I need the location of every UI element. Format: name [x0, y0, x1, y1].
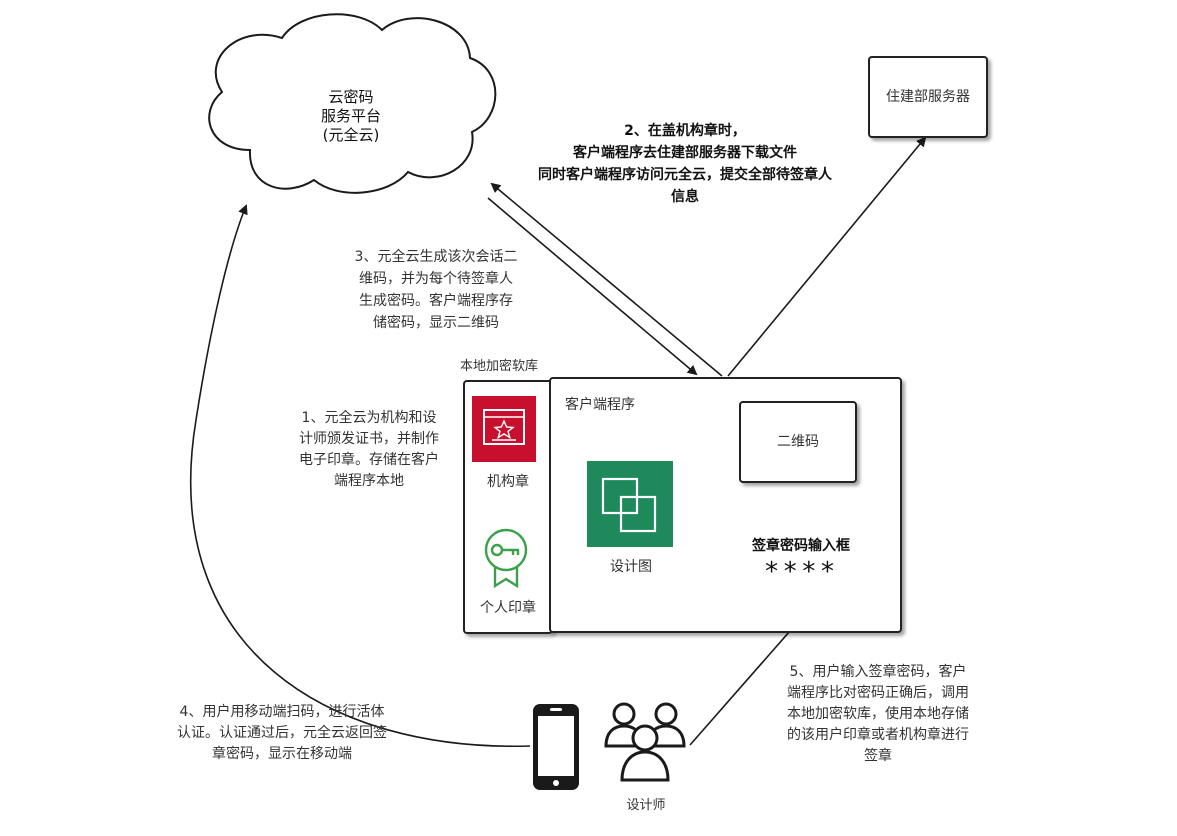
client-program-box: 客户端程序 二维码 设计图 签章密码输入框 **** — [549, 377, 902, 633]
step1-text: 1、元全云为机构和设 计师颁发证书，并制作 电子印章。存储在客户 端程序本地 — [276, 408, 462, 492]
arrow-phone-to-cloud — [190, 204, 531, 748]
step1-line: 端程序本地 — [334, 473, 404, 489]
step2-line: 同时客户端程序访问元全云，提交全部待签章人 — [538, 167, 832, 183]
housing-server-box: 住建部服务器 — [868, 56, 988, 138]
step3-text: 3、元全云生成该次会话二 维码，并为每个待签章人 生成密码。客户端程序存 储密码… — [336, 246, 536, 334]
step5-text: 5、用户输入签章密码，客户 端程序比对密码正确后，调用 本地加密软库，使用本地存… — [770, 662, 986, 767]
qr-code-label: 二维码 — [777, 434, 819, 450]
arrow-client-to-cloud — [490, 182, 723, 377]
step1-line: 电子印章。存储在客户 — [299, 452, 439, 468]
step5-line: 端程序比对密码正确后，调用 — [787, 685, 969, 701]
step5-line: 的该用户印章或者机构章进行 — [787, 727, 969, 743]
qr-code-box: 二维码 — [739, 401, 857, 483]
step2-line: 2、在盖机构章时， — [624, 123, 746, 139]
cloud-label: 云密码 服务平台 (元全云) — [286, 88, 416, 145]
step3-line: 3、元全云生成该次会话二 — [354, 249, 518, 265]
cloud-label-line3: (元全云) — [322, 126, 380, 144]
user-group-icon — [604, 700, 688, 784]
local-library-box: 机构章 个人印章 — [463, 380, 553, 634]
step3-line: 生成密码。客户端程序存 — [359, 293, 513, 309]
step2-line: 信息 — [671, 189, 699, 205]
step3-line: 维码，并为每个待签章人 — [359, 271, 513, 287]
step5-line: 5、用户输入签章密码，客户 — [789, 664, 967, 680]
cloud-label-line2: 服务平台 — [320, 107, 381, 125]
cloud-label-line1: 云密码 — [328, 88, 374, 106]
designer-label: 设计师 — [626, 798, 666, 813]
arrow-cloud-to-client — [487, 197, 698, 376]
step4-line: 4、用户用移动端扫码，进行活体 — [179, 704, 385, 720]
client-program-title: 客户端程序 — [565, 397, 635, 413]
step1-line: 1、元全云为机构和设 — [301, 410, 437, 426]
step5-line: 签章 — [864, 748, 892, 764]
password-label: 签章密码输入框 — [752, 538, 850, 554]
certificate-star-icon — [472, 396, 536, 462]
step4-line: 认证。认证通过后，元全云返回签 — [177, 725, 387, 741]
org-seal-label: 机构章 — [487, 474, 529, 490]
step4-line: 章密码，显示在移动端 — [212, 746, 352, 762]
arrow-designer-to-client — [689, 621, 799, 746]
step3-line: 储密码，显示二维码 — [373, 315, 499, 331]
overlapping-squares-icon — [587, 461, 673, 547]
local-library-title: 本地加密软库 — [460, 359, 539, 374]
design-label: 设计图 — [610, 559, 652, 575]
password-field[interactable]: **** — [763, 557, 839, 587]
smartphone-icon — [530, 702, 582, 792]
arrow-client-to-server — [727, 136, 927, 377]
step2-text: 2、在盖机构章时， 客户端程序去住建部服务器下载文件 同时客户端程序访问元全云，… — [500, 120, 870, 208]
cloud-shape — [208, 13, 497, 194]
step4-text: 4、用户用移动端扫码，进行活体 认证。认证通过后，元全云返回签 章密码，显示在移… — [150, 702, 414, 765]
step1-line: 计师颁发证书，并制作 — [299, 431, 439, 447]
housing-server-label: 住建部服务器 — [886, 89, 970, 105]
personal-seal-label: 个人印章 — [480, 600, 536, 616]
step2-line: 客户端程序去住建部服务器下载文件 — [573, 145, 797, 161]
key-ribbon-icon — [479, 526, 533, 590]
step5-line: 本地加密软库，使用本地存储 — [787, 706, 969, 722]
